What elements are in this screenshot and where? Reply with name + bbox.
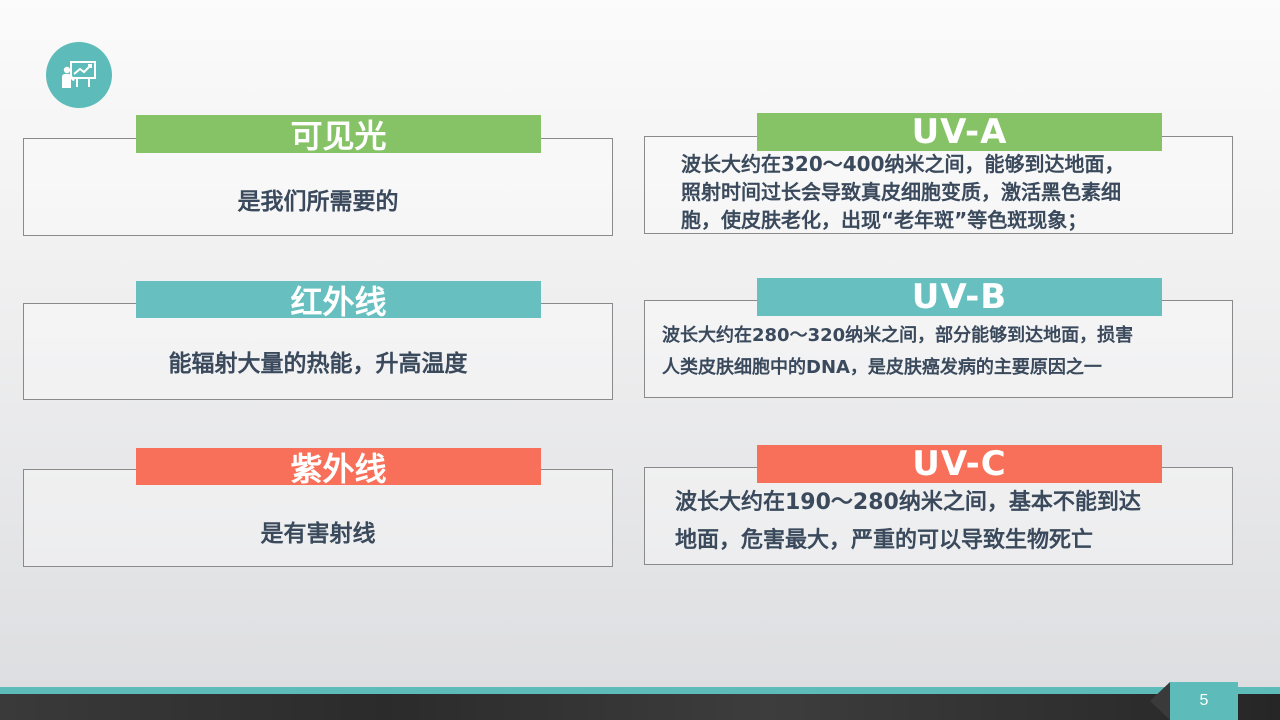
footer-notch <box>1150 682 1170 720</box>
uvc-card <box>644 467 1233 565</box>
page-number: 5 <box>1170 682 1238 720</box>
uvc-desc: 波长大约在190～280纳米之间，基本不能到达 地面，危害最大，严重的可以导致生… <box>675 484 1141 560</box>
uvb-card <box>644 300 1233 398</box>
visible-light-desc: 是我们所需要的 <box>237 189 399 215</box>
uva-desc-line: 照射时间过长会导致真皮细胞变质，激活黑色素细 <box>681 180 1121 204</box>
uvc-label: UV-C <box>757 445 1162 483</box>
uva-desc: 波长大约在320～400纳米之间，能够到达地面， 照射时间过长会导致真皮细胞变质… <box>681 150 1125 234</box>
uva-desc-line: 胞，使皮肤老化，出现“老年斑”等色斑现象； <box>681 208 1088 232</box>
uvb-desc-line: 人类皮肤细胞中的DNA，是皮肤癌发病的主要原因之一 <box>662 357 1102 378</box>
footer-accent-band <box>0 687 1280 694</box>
uvb-desc: 波长大约在280～320纳米之间，部分能够到达地面，损害 人类皮肤细胞中的DNA… <box>662 320 1133 384</box>
uvc-desc-line: 地面，危害最大，严重的可以导致生物死亡 <box>675 528 1094 553</box>
footer-bar <box>0 694 1280 720</box>
presentation-chart-icon <box>46 42 112 108</box>
visible-light-label: 可见光 <box>136 115 541 153</box>
infrared-label: 红外线 <box>136 281 541 318</box>
infrared-card <box>23 303 613 400</box>
infrared-desc: 能辐射大量的热能，升高温度 <box>168 351 468 377</box>
uva-card <box>644 136 1233 234</box>
uva-desc-line: 波长大约在320～400纳米之间，能够到达地面， <box>681 152 1125 176</box>
uvb-desc-line: 波长大约在280～320纳米之间，部分能够到达地面，损害 <box>662 325 1134 346</box>
ultraviolet-card <box>23 469 613 567</box>
visible-light-card <box>23 138 613 236</box>
uva-label: UV-A <box>757 113 1162 151</box>
uvc-desc-line: 波长大约在190～280纳米之间，基本不能到达 <box>675 490 1141 515</box>
ultraviolet-desc: 是有害射线 <box>260 521 376 547</box>
uvb-label: UV-B <box>757 278 1162 316</box>
ultraviolet-label: 紫外线 <box>136 448 541 485</box>
